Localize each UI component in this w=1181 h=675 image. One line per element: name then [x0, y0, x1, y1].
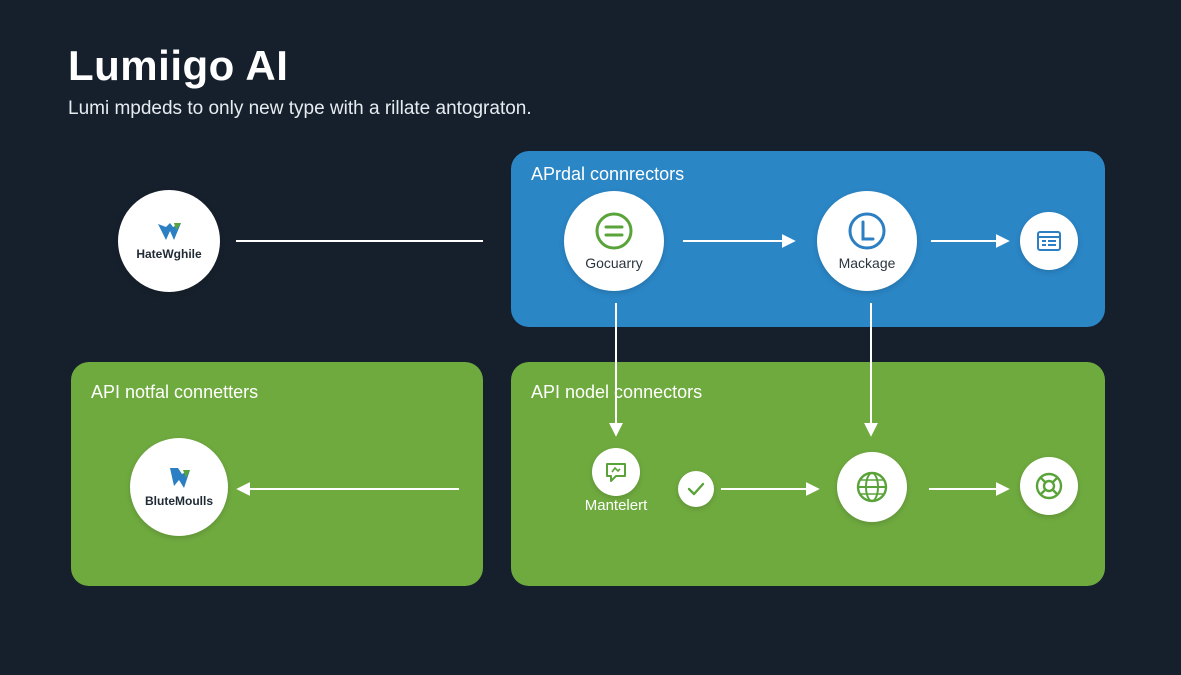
- green-right-panel-label: API nodel connectors: [531, 382, 703, 402]
- node-hatewghile-label: HateWghile: [136, 247, 202, 261]
- check-icon: [687, 482, 705, 496]
- document-list-icon: [1037, 231, 1061, 251]
- chat-face-icon: [595, 212, 633, 250]
- node-gocuarry[interactable]: Gocuarry: [564, 191, 664, 291]
- node-mackage[interactable]: Mackage: [817, 191, 917, 291]
- message-bubble-icon: [606, 463, 626, 482]
- node-blutemouils[interactable]: BlutеMoulls: [130, 438, 228, 536]
- node-blue-end[interactable]: [1020, 212, 1078, 270]
- node-mantelert[interactable]: [592, 448, 640, 496]
- node-mantelert-label: Mantelert: [584, 497, 648, 514]
- node-mackage-label: Mackage: [838, 255, 896, 271]
- page-subtitle: Lumi mpdeds to only new type with a rill…: [68, 98, 532, 119]
- lifebuoy-icon: [1035, 472, 1063, 500]
- letter-l-icon: [848, 212, 886, 250]
- node-hatewghile[interactable]: HateWghile: [118, 190, 220, 292]
- app-logo-icon: [158, 223, 181, 240]
- node-green-end[interactable]: [1020, 457, 1078, 515]
- green-left-panel-label: API notfal connetters: [91, 382, 259, 402]
- node-globe[interactable]: [837, 452, 907, 522]
- app-logo-icon: [170, 468, 190, 488]
- node-check[interactable]: [678, 471, 714, 507]
- globe-icon: [856, 471, 888, 503]
- blue-panel-label: APrdal connrectors: [531, 164, 685, 184]
- node-gocuarry-label: Gocuarry: [585, 255, 643, 271]
- page-title: Lumiigo AI: [68, 42, 289, 89]
- node-blutemouils-label: BlutеMoulls: [145, 494, 213, 508]
